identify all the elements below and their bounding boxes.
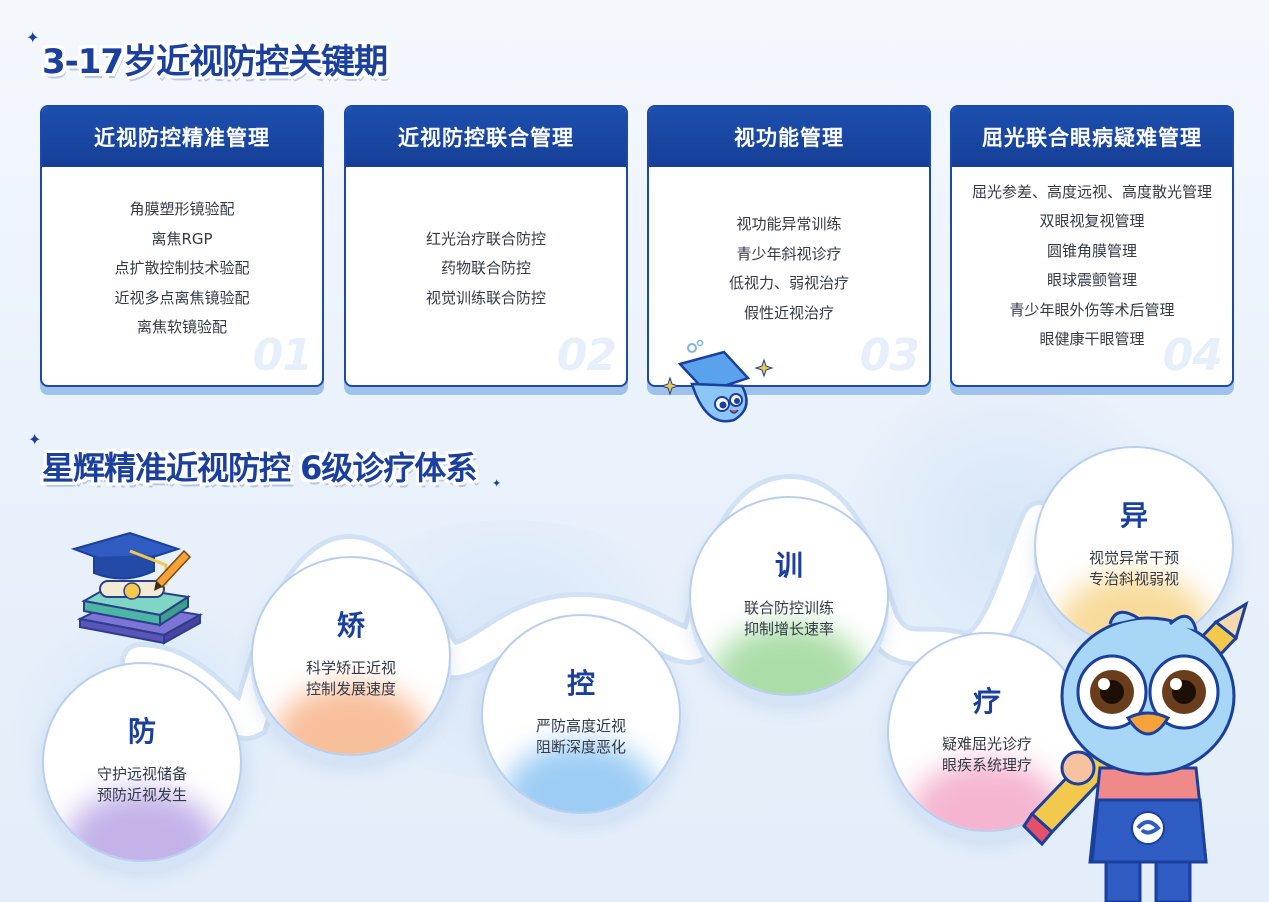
level-prevent: 防 守护远视储备 预防近视发生	[42, 662, 242, 862]
sparkle-icon: ✦	[492, 477, 502, 490]
card-title: 视功能管理	[649, 107, 929, 167]
level-char: 异	[1119, 499, 1148, 532]
level-line: 疑难屈光诊疗	[941, 735, 1032, 753]
card-item: 点扩散控制技术验配	[114, 259, 250, 278]
card-item: 视功能异常训练	[736, 215, 842, 233]
card-number: 02	[556, 330, 617, 381]
level-line: 守护远视储备	[96, 765, 187, 783]
card-item: 青少年斜视诊疗	[736, 244, 842, 263]
card-item: 离焦RGP	[151, 229, 213, 248]
sparkle-icon: ✦	[377, 69, 387, 82]
section-title-six-level-system: 星辉精准近视防控 6级诊疗体系	[42, 449, 477, 487]
card-number: 04	[1162, 330, 1223, 381]
sparkle-icon: ✦	[28, 430, 42, 449]
card-precise-management: 近视防控精准管理 角膜塑形镜验配 离焦RGP 点扩散控制技术验配 近视多点离焦镜…	[40, 105, 324, 395]
level-line: 抑制增长速率	[743, 620, 834, 638]
level-correct: 矫 科学矫正近视 控制发展速度	[251, 556, 451, 756]
section-title-key-period: 3-17岁近视防控关键期	[42, 42, 388, 82]
level-char: 疗	[972, 685, 1001, 718]
level-line: 预防近视发生	[96, 786, 187, 804]
card-refraction-eye-disease: 屈光联合眼病疑难管理 屈光参差、高度远视、高度散光管理 双眼视复视管理 圆锥角膜…	[950, 105, 1234, 395]
books-graduation-icon	[70, 531, 203, 645]
owl-mascot-icon	[1022, 600, 1249, 902]
level-char: 控	[566, 667, 595, 700]
level-line: 阻断深度恶化	[535, 738, 626, 756]
level-char: 矫	[336, 609, 365, 642]
level-line: 专治斜视弱视	[1088, 570, 1179, 588]
card-number: 03	[859, 330, 920, 381]
card-title: 屈光联合眼病疑难管理	[952, 107, 1232, 167]
level-line: 控制发展速度	[305, 680, 396, 698]
card-visual-function: 视功能管理 视功能异常训练 青少年斜视诊疗 低视力、弱视治疗 假性近视治疗 03	[647, 105, 931, 395]
level-line: 视觉异常干预	[1088, 549, 1179, 567]
card-item: 青少年眼外伤等术后管理	[1009, 300, 1175, 319]
card-item: 假性近视治疗	[743, 303, 834, 322]
card-item: 屈光参差、高度远视、高度散光管理	[971, 182, 1212, 201]
card-item: 眼健康干眼管理	[1039, 330, 1145, 348]
card-item: 角膜塑形镜验配	[129, 200, 235, 219]
card-item: 低视力、弱视治疗	[728, 274, 849, 292]
level-control: 控 严防高度近视 阻断深度恶化	[481, 614, 681, 814]
level-line: 联合防控训练	[743, 599, 834, 617]
level-char: 训	[774, 549, 803, 582]
mascot-cap-icon	[662, 339, 774, 423]
card-item: 近视多点离焦镜验配	[114, 288, 250, 307]
level-line: 眼疾系统理疗	[941, 756, 1032, 774]
card-number: 01	[252, 330, 313, 381]
card-item: 眼球震颤管理	[1046, 271, 1137, 289]
card-item: 圆锥角膜管理	[1046, 241, 1137, 260]
level-char: 防	[127, 715, 156, 748]
card-item: 双眼视复视管理	[1039, 212, 1145, 230]
level-line: 严防高度近视	[535, 717, 626, 735]
card-item: 红光治疗联合防控	[425, 229, 546, 248]
card-item: 离焦软镜验配	[136, 318, 227, 337]
level-train: 训 联合防控训练 抑制增长速率	[689, 496, 889, 696]
level-line: 科学矫正近视	[305, 659, 396, 677]
card-joint-management: 近视防控联合管理 红光治疗联合防控 药物联合防控 视觉训练联合防控 02	[344, 105, 628, 395]
card-item: 视觉训练联合防控	[425, 288, 546, 307]
card-item: 药物联合防控	[440, 259, 531, 278]
card-title: 近视防控精准管理	[42, 107, 322, 167]
sparkle-icon: ✦	[26, 28, 40, 47]
card-title: 近视防控联合管理	[346, 107, 626, 167]
